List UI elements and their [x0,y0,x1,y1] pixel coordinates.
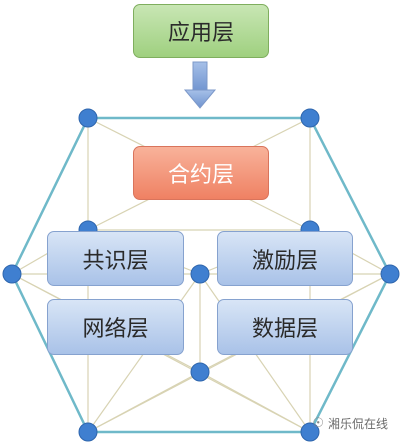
node-tr [300,108,320,128]
down-arrow [183,61,217,109]
data-layer-label: 数据层 [251,317,318,342]
incentive-layer-label: 激励层 [251,248,318,274]
watermark-text: 湘乐侃在线 [327,417,388,431]
data-layer-box[interactable]: 数据层 [217,299,353,355]
application-layer-label: 应用层 [167,21,234,46]
network-layer-label: 网络层 [82,317,149,342]
network-nodes [2,108,400,442]
node-c [190,264,210,284]
consensus-layer-label: 共识层 [82,248,149,274]
node-l [2,264,22,284]
node-bl [78,422,98,442]
consensus-layer-box[interactable]: 共识层 [47,231,184,286]
application-layer-box[interactable]: 应用层 [133,4,269,58]
mesh-line-br-b [199,371,311,433]
node-r [380,264,400,284]
contract-layer-box[interactable]: 合约层 [133,146,269,200]
wechat-icon: ☉ [312,416,324,431]
incentive-layer-box[interactable]: 激励层 [217,231,353,286]
node-br [300,422,320,442]
contract-layer-label: 合约层 [167,163,234,188]
node-b [190,362,210,382]
network-layer-box[interactable]: 网络层 [47,299,184,355]
watermark: ☉ 湘乐侃在线 [312,415,388,432]
mesh-line-bl-b [87,371,201,433]
node-tl [78,108,98,128]
